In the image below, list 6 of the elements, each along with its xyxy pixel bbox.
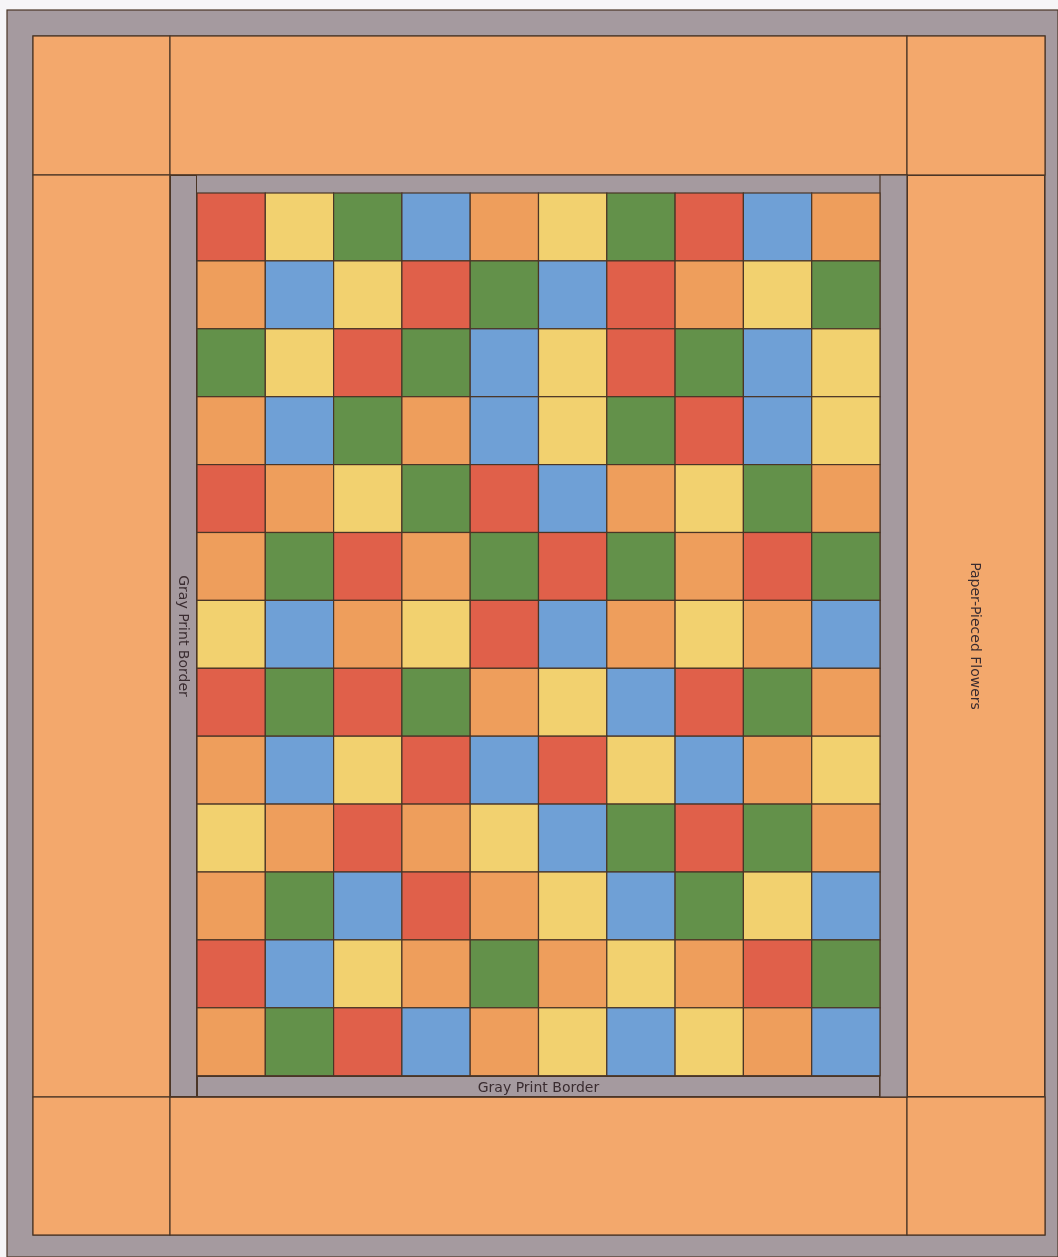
quilt-label: Gray Print Border bbox=[477, 1078, 600, 1095]
border-strip bbox=[197, 1076, 880, 1097]
border-strip bbox=[170, 175, 197, 1097]
quilt-label: Paper-Pieced Flowers bbox=[968, 562, 984, 710]
quilt-label: Gray Print Border bbox=[175, 575, 192, 697]
flower-border-panel bbox=[907, 175, 1045, 1097]
